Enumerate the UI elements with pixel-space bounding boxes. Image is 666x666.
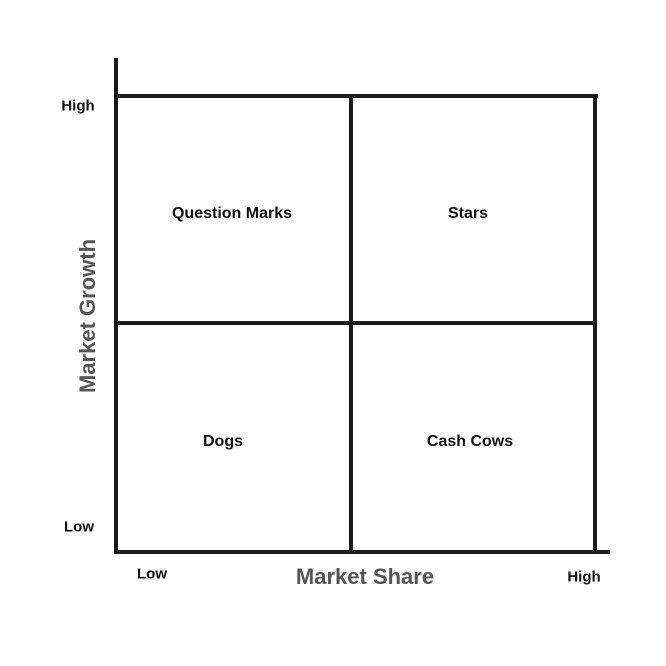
matrix-top-border (116, 94, 598, 98)
x-axis-line (114, 550, 610, 554)
x-axis-title: Market Share (295, 564, 435, 589)
y-axis-low-label: Low (64, 518, 94, 536)
matrix-horizontal-divider (116, 321, 597, 325)
x-axis-low-label: Low (137, 565, 167, 583)
x-axis-high-label: High (567, 568, 601, 586)
y-axis-line (114, 58, 118, 554)
y-axis-title: Market Growth (75, 238, 100, 394)
quadrant-question-marks-label: Question Marks (171, 205, 293, 222)
quadrant-dogs-label: Dogs (203, 433, 243, 450)
quadrant-cash-cows-label: Cash Cows (426, 433, 514, 450)
y-axis-high-label: High (61, 97, 95, 115)
quadrant-stars-label: Stars (447, 205, 489, 222)
